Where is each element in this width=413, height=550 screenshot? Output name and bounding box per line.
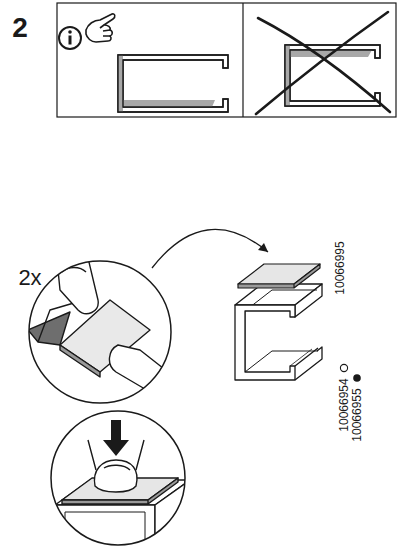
part-number: 10066955 <box>351 388 363 441</box>
info-icon <box>68 30 72 34</box>
bracket-part <box>235 305 295 380</box>
bracket-part <box>295 284 322 317</box>
peel-detail <box>58 250 98 314</box>
correct-profile <box>118 55 228 112</box>
press-detail <box>104 465 130 470</box>
hand-icon <box>86 14 115 42</box>
cross-mark <box>256 12 388 114</box>
hand-icon <box>86 14 115 42</box>
adhesive-pad <box>238 264 320 288</box>
hand-icon <box>100 25 110 36</box>
colour-marker <box>353 374 361 382</box>
peel-detail <box>28 250 172 403</box>
bracket-part <box>290 349 312 366</box>
bracket-part <box>245 290 318 372</box>
cross-mark <box>258 18 390 112</box>
press-detail <box>51 411 190 550</box>
info-icon <box>59 27 81 49</box>
adhesive-pad <box>238 264 320 288</box>
correct-profile <box>118 55 228 112</box>
bracket-part <box>235 284 322 380</box>
cross-mark <box>256 12 390 114</box>
info-icon <box>59 27 81 49</box>
step-number: 2 <box>12 14 28 42</box>
press-detail <box>94 460 137 492</box>
correct-profile <box>118 55 228 112</box>
quantity-label: 2x <box>18 267 41 289</box>
press-detail <box>55 440 190 550</box>
peel-detail <box>28 312 70 345</box>
colour-marker <box>340 364 347 371</box>
peel-detail <box>60 345 100 377</box>
correct-profile <box>118 55 215 112</box>
info-icon <box>69 36 72 45</box>
instruction-panel <box>242 3 243 117</box>
peel-detail <box>29 261 171 403</box>
callout-arrow <box>152 229 268 268</box>
instruction-panel <box>57 3 396 117</box>
part-number: 10066954 <box>338 378 350 431</box>
instruction-panel <box>57 3 396 117</box>
callout-arrow <box>152 229 268 268</box>
peel-detail <box>28 250 172 394</box>
press-detail <box>51 411 185 545</box>
peel-detail <box>109 345 171 394</box>
part-number: 10066995 <box>334 241 346 294</box>
peel-detail <box>29 261 171 403</box>
callout-arrow <box>258 243 268 252</box>
press-detail <box>103 420 129 456</box>
